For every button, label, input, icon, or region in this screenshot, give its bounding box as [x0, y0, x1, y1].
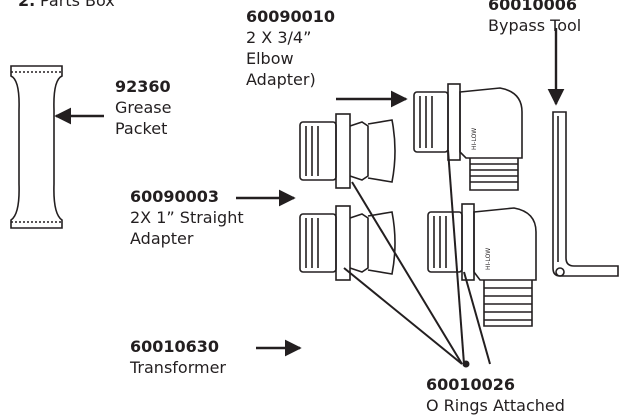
- svg-text:HI-LOW: HI-LOW: [471, 128, 478, 150]
- bypass-part-number: 60010006: [488, 0, 578, 14]
- straight-adapter-top-illustration: [299, 113, 396, 189]
- elbow-desc-3: Adapter): [246, 70, 316, 89]
- transformer-desc-1: Transformer: [130, 358, 227, 377]
- bypass-tool-label: 60010006 Bypass Tool: [488, 0, 581, 36]
- transformer-label: 60010630 Transformer: [130, 336, 226, 378]
- straight-adapter-bottom-illustration: [299, 205, 396, 281]
- elbow-adapter-bottom-illustration: HI-LOW: [427, 203, 537, 327]
- elbow-part-number: 60090010: [246, 7, 336, 26]
- o-ring-leader-lines: [343, 149, 491, 368]
- o-rings-label: 60010026 O Rings Attached: [426, 374, 565, 416]
- grease-desc-2: Packet: [115, 119, 168, 138]
- straight-desc-2: Adapter: [130, 229, 194, 248]
- svg-text:HI-LOW: HI-LOW: [485, 248, 492, 270]
- heading-number: 2.: [18, 0, 35, 10]
- straight-part-number: 60090003: [130, 187, 220, 206]
- elbow-adapter-top-illustration: HI-LOW: [413, 83, 523, 191]
- straight-desc-1: 2X 1” Straight: [130, 208, 244, 227]
- transformer-part-number: 60010630: [130, 337, 220, 356]
- grease-desc-1: Grease: [115, 98, 172, 117]
- grease-packet-illustration: [10, 65, 63, 229]
- straight-adapter-label: 60090003 2X 1” Straight Adapter: [130, 186, 244, 249]
- heading-title: Parts Box: [40, 0, 115, 10]
- grease-packet-label: 92360 Grease Packet: [115, 76, 171, 139]
- bypass-tool-illustration: [552, 111, 619, 277]
- callout-arrows: [54, 28, 565, 357]
- o-rings-part-number: 60010026: [426, 375, 516, 394]
- bypass-desc-1: Bypass Tool: [488, 16, 582, 35]
- elbow-adapter-label: 60090010 2 X 3/4” Elbow Adapter): [246, 6, 335, 90]
- elbow-desc-2: Elbow: [246, 49, 294, 68]
- grease-part-number: 92360: [115, 77, 171, 96]
- elbow-desc-1: 2 X 3/4”: [246, 28, 312, 47]
- o-rings-desc-1: O Rings Attached: [426, 396, 565, 415]
